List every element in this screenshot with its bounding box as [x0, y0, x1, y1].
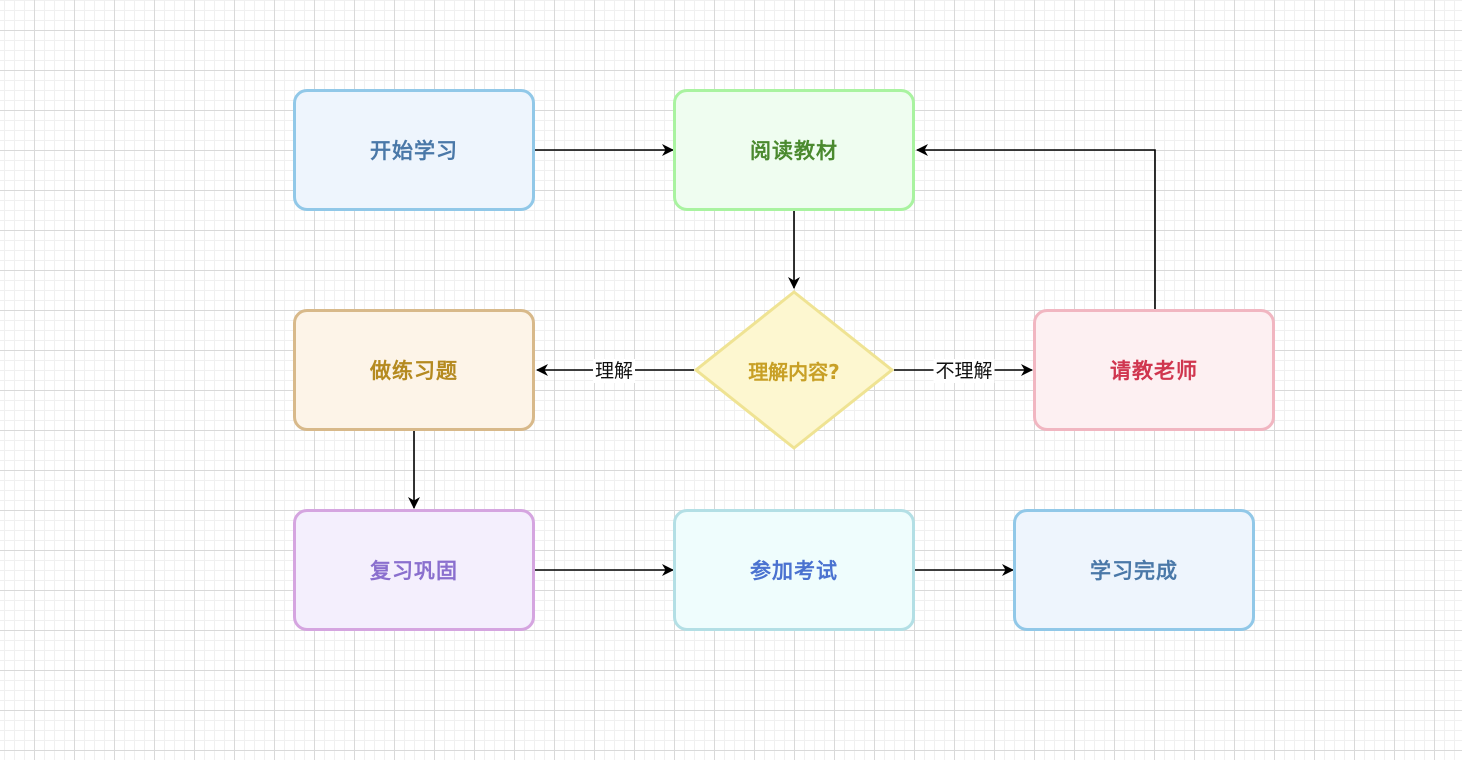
node-read-label: 阅读教材: [750, 139, 838, 163]
edge-label-understand: 理解: [592, 359, 636, 383]
node-done[interactable]: 学习完成: [1013, 509, 1255, 631]
node-start-label: 开始学习: [370, 139, 458, 163]
node-exam[interactable]: 参加考试: [673, 509, 915, 631]
node-exam-label: 参加考试: [750, 559, 838, 583]
node-exercise-label: 做练习题: [370, 359, 458, 383]
node-read[interactable]: 阅读教材: [673, 89, 915, 211]
node-ask[interactable]: 请教老师: [1033, 309, 1275, 431]
node-ask-label: 请教老师: [1110, 359, 1198, 383]
node-exercise[interactable]: 做练习题: [293, 309, 535, 431]
node-review-label: 复习巩固: [370, 559, 458, 583]
edge-ask-to-read[interactable]: [916, 144, 1156, 309]
decision-diamond-shape: [694, 290, 894, 450]
node-decision-label: 理解内容?: [748, 359, 840, 384]
node-review[interactable]: 复习巩固: [293, 509, 535, 631]
edge-label-not-understand: 不理解: [933, 359, 995, 383]
node-decision[interactable]: 理解内容?: [694, 290, 894, 450]
node-done-label: 学习完成: [1090, 559, 1178, 583]
node-start[interactable]: 开始学习: [293, 89, 535, 211]
